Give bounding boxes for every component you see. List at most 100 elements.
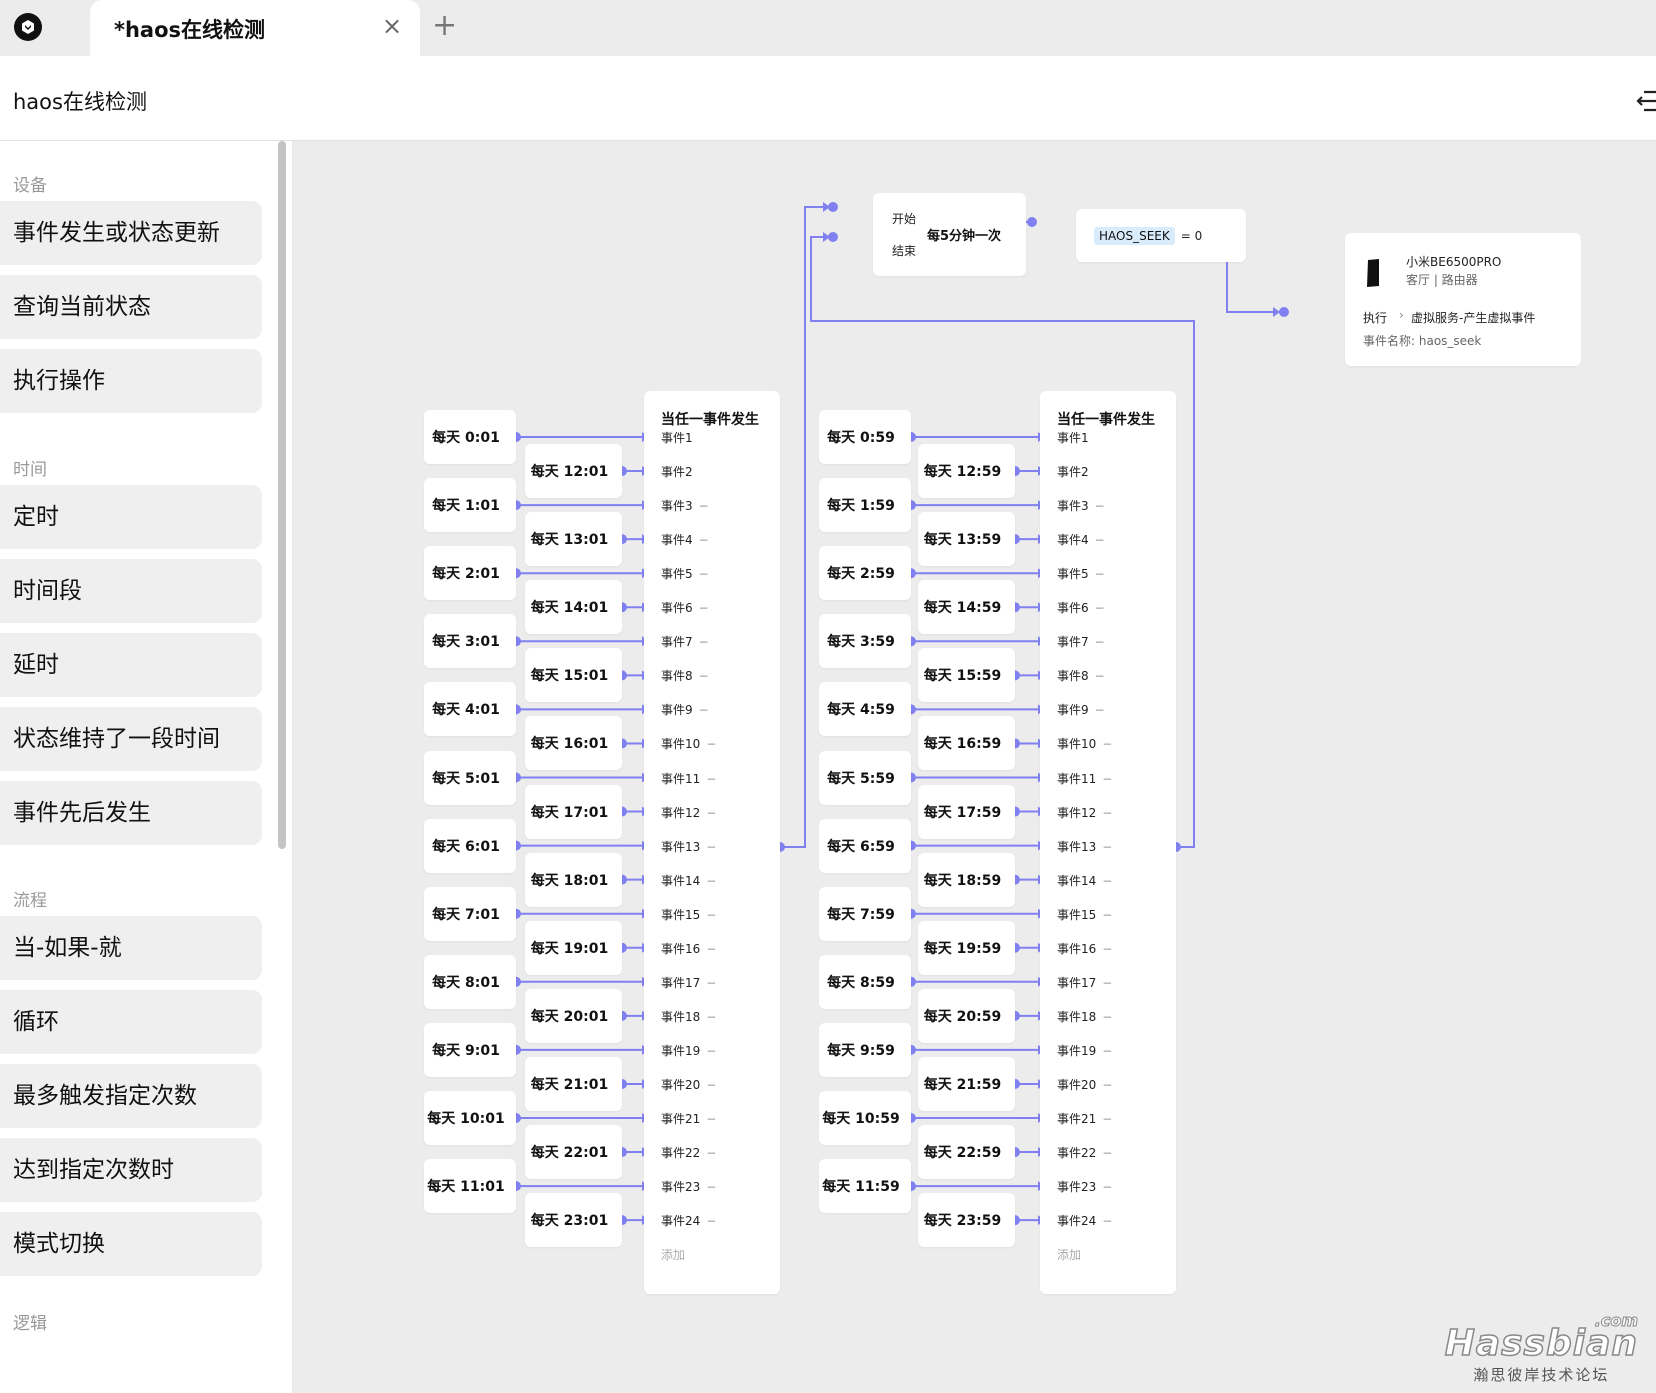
remove-event-icon[interactable]: − — [706, 941, 717, 956]
schedule-node[interactable]: 每天 22:59 — [918, 1125, 1015, 1180]
schedule-node[interactable]: 每天 4:59 — [819, 682, 911, 737]
schedule-node[interactable]: 每天 5:01 — [424, 750, 516, 805]
remove-event-icon[interactable]: − — [1102, 975, 1113, 990]
remove-event-icon[interactable]: − — [1102, 941, 1113, 956]
schedule-node[interactable]: 每天 8:59 — [819, 954, 911, 1009]
close-icon[interactable]: × — [382, 12, 403, 40]
schedule-node[interactable]: 每天 17:01 — [525, 784, 622, 839]
remove-event-icon[interactable]: − — [1102, 1180, 1113, 1195]
remove-event-icon[interactable]: − — [1102, 737, 1113, 752]
remove-event-icon[interactable]: − — [706, 1214, 717, 1229]
schedule-node[interactable]: 每天 11:01 — [424, 1159, 516, 1214]
remove-event-icon[interactable]: − — [1102, 907, 1113, 922]
schedule-node[interactable]: 每天 10:01 — [424, 1091, 516, 1145]
remove-event-icon[interactable]: − — [1102, 839, 1113, 854]
remove-event-icon[interactable]: − — [706, 771, 717, 786]
schedule-node[interactable]: 每天 9:59 — [819, 1022, 911, 1077]
add-tab-icon[interactable]: + — [432, 8, 458, 43]
schedule-node[interactable]: 每天 16:01 — [525, 716, 622, 771]
remove-event-icon[interactable]: − — [706, 839, 717, 854]
remove-event-icon[interactable]: − — [706, 975, 717, 990]
remove-event-icon[interactable]: − — [1094, 703, 1105, 718]
sidebar-item[interactable]: 执行操作 — [0, 349, 262, 413]
sidebar-item[interactable]: 定时 — [0, 485, 262, 549]
schedule-node[interactable]: 每天 13:59 — [918, 512, 1015, 567]
schedule-node[interactable]: 每天 23:59 — [918, 1193, 1015, 1248]
loop-node[interactable]: 开始 结束 每5分钟一次 — [873, 193, 1026, 276]
schedule-node[interactable]: 每天 2:01 — [424, 546, 516, 601]
schedule-node[interactable]: 每天 12:59 — [918, 444, 1015, 499]
sidebar-item[interactable]: 循环 — [0, 990, 262, 1054]
schedule-node[interactable]: 每天 19:01 — [525, 920, 622, 975]
remove-event-icon[interactable]: − — [1102, 805, 1113, 820]
schedule-node[interactable]: 每天 9:01 — [424, 1022, 516, 1077]
remove-event-icon[interactable]: − — [698, 533, 709, 548]
remove-event-icon[interactable]: − — [1102, 1112, 1113, 1126]
schedule-node[interactable]: 每天 4:01 — [424, 682, 516, 737]
remove-event-icon[interactable]: − — [698, 703, 709, 718]
remove-event-icon[interactable]: − — [1102, 771, 1113, 786]
remove-event-icon[interactable]: − — [706, 1146, 717, 1161]
sidebar-item[interactable]: 延时 — [0, 633, 262, 697]
schedule-node[interactable]: 每天 14:01 — [525, 580, 622, 635]
schedule-node[interactable]: 每天 18:01 — [525, 852, 622, 907]
schedule-node[interactable]: 每天 20:59 — [918, 988, 1015, 1043]
schedule-node[interactable]: 每天 6:01 — [424, 818, 516, 873]
schedule-node[interactable]: 每天 17:59 — [918, 784, 1015, 839]
sidebar-item[interactable]: 状态维持了一段时间 — [0, 707, 262, 771]
remove-event-icon[interactable]: − — [1102, 1009, 1113, 1024]
sidebar-item[interactable]: 查询当前状态 — [0, 275, 262, 339]
schedule-node[interactable]: 每天 15:01 — [525, 648, 622, 703]
sidebar-item[interactable]: 时间段 — [0, 559, 262, 623]
remove-event-icon[interactable]: − — [698, 601, 709, 616]
schedule-node[interactable]: 每天 16:59 — [918, 716, 1015, 771]
remove-event-icon[interactable]: − — [706, 1043, 717, 1058]
app-logo-icon[interactable] — [14, 13, 42, 41]
remove-event-icon[interactable]: − — [1102, 1043, 1113, 1058]
remove-event-icon[interactable]: − — [1102, 1214, 1113, 1229]
remove-event-icon[interactable]: − — [1102, 1077, 1113, 1092]
schedule-node[interactable]: 每天 0:59 — [819, 410, 911, 464]
schedule-node[interactable]: 每天 0:01 — [424, 410, 516, 464]
sidebar-item[interactable]: 最多触发指定次数 — [0, 1064, 262, 1128]
schedule-node[interactable]: 每天 13:01 — [525, 512, 622, 567]
remove-event-icon[interactable]: − — [706, 1077, 717, 1092]
remove-event-icon[interactable]: − — [706, 873, 717, 888]
schedule-node[interactable]: 每天 5:59 — [819, 750, 911, 805]
remove-event-icon[interactable]: − — [706, 1112, 717, 1126]
remove-event-icon[interactable]: − — [1094, 499, 1105, 514]
schedule-node[interactable]: 每天 7:01 — [424, 886, 516, 941]
sidebar-item[interactable]: 当-如果-就 — [0, 916, 262, 980]
remove-event-icon[interactable]: − — [706, 907, 717, 922]
remove-event-icon[interactable]: − — [1094, 601, 1105, 616]
sidebar-item[interactable]: 达到指定次数时 — [0, 1138, 262, 1202]
schedule-node[interactable]: 每天 12:01 — [525, 444, 622, 499]
schedule-node[interactable]: 每天 14:59 — [918, 580, 1015, 635]
sidebar-item[interactable]: 模式切换 — [0, 1212, 262, 1276]
remove-event-icon[interactable]: − — [698, 635, 709, 650]
schedule-node[interactable]: 每天 1:59 — [819, 478, 911, 533]
schedule-node[interactable]: 每天 22:01 — [525, 1125, 622, 1180]
remove-event-icon[interactable]: − — [1102, 1146, 1113, 1161]
schedule-node[interactable]: 每天 19:59 — [918, 920, 1015, 975]
remove-event-icon[interactable]: − — [1094, 533, 1105, 548]
schedule-node[interactable]: 每天 2:59 — [819, 546, 911, 601]
remove-event-icon[interactable]: − — [1094, 567, 1105, 582]
schedule-node[interactable]: 每天 20:01 — [525, 988, 622, 1043]
add-event-link[interactable]: 添加 — [1057, 1248, 1082, 1263]
remove-event-icon[interactable]: − — [698, 669, 709, 684]
remove-event-icon[interactable]: − — [1094, 669, 1105, 684]
remove-event-icon[interactable]: − — [706, 737, 717, 752]
variable-node[interactable]: HAOS_SEEK = 0 — [1076, 209, 1246, 262]
schedule-node[interactable]: 每天 15:59 — [918, 648, 1015, 703]
remove-event-icon[interactable]: − — [706, 805, 717, 820]
schedule-node[interactable]: 每天 7:59 — [819, 886, 911, 941]
schedule-node[interactable]: 每天 6:59 — [819, 818, 911, 873]
schedule-node[interactable]: 每天 3:01 — [424, 614, 516, 669]
sidebar-scrollbar[interactable] — [278, 141, 286, 849]
remove-event-icon[interactable]: − — [706, 1009, 717, 1024]
sidebar-item[interactable]: 事件先后发生 — [0, 781, 262, 845]
add-event-link[interactable]: 添加 — [661, 1248, 686, 1263]
